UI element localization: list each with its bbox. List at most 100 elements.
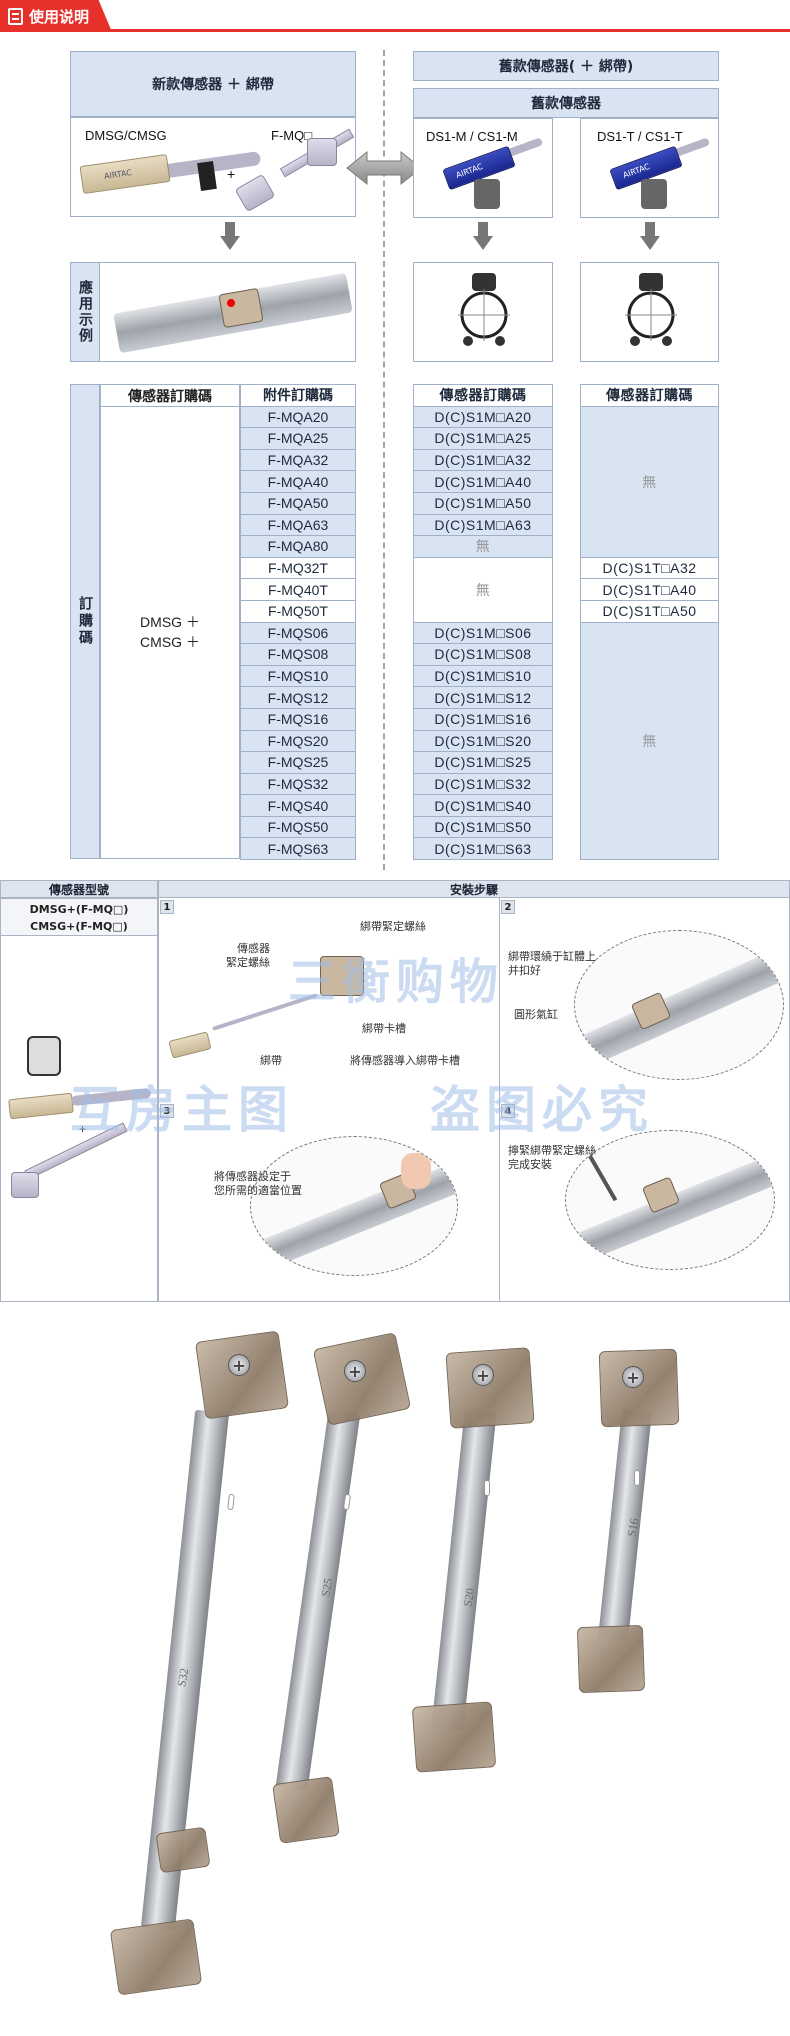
strap-hole (634, 1470, 640, 1486)
step-number: 4 (501, 1104, 515, 1118)
model-image-panel: + (0, 936, 158, 1302)
accessory-table: 附件訂購碼 F-MQA20 F-MQA25 F-MQA32 F-MQA40 F-… (240, 384, 356, 861)
table-row: D(C)S1M□S25 (413, 751, 553, 774)
step-ellipse (574, 930, 784, 1080)
step-note: 圓形氣缸 (514, 1008, 558, 1021)
sensor-image: AIRTAC (79, 154, 171, 194)
sensor-label: DMSG/CMSG (85, 128, 167, 143)
m-code-table: 傳感器訂購碼 D(C)S1M□A20 D(C)S1M□A25 D(C)S1M□A… (413, 384, 553, 861)
table-row: D(C)S1M□A20 (413, 405, 553, 429)
table-row: F-MQ50T (240, 599, 356, 623)
table-row: D(C)S1M□S06 (413, 621, 553, 645)
m-clamp (474, 179, 500, 209)
double-arrow-icon (346, 150, 422, 186)
clip-bottom (411, 1701, 497, 1773)
m-sensor-panel: DS1-M / CS1-M AIRTAC (413, 118, 553, 218)
table-row: 無 (413, 535, 553, 558)
table-row: D(C)S1M□S16 (413, 707, 553, 731)
step-ellipse (565, 1130, 775, 1270)
mounted-clip (218, 287, 264, 329)
new-sensor-panel: DMSG/CMSG F-MQ□ AIRTAC + (70, 117, 356, 217)
table-row: F-MQS20 (240, 729, 356, 753)
usage-panel: 應用示例 (70, 262, 356, 362)
col-accessory-header: 附件訂購碼 (240, 384, 356, 407)
cylinder-image (575, 939, 783, 1075)
m-usage-panel (413, 262, 553, 362)
table-row: D(C)S1M□S20 (413, 729, 553, 753)
t-table-header: 傳感器訂購碼 (580, 384, 719, 407)
table-row: F-MQA25 (240, 427, 356, 450)
watermark: 三衡购物 (288, 954, 505, 1010)
table-row: D(C)S1M□A25 (413, 427, 553, 450)
table-row: F-MQS25 (240, 751, 356, 774)
table-row: D(C)S1M□A63 (413, 513, 553, 537)
document-icon (8, 7, 23, 25)
screw-icon (344, 1360, 366, 1382)
step-note: 傳感器 緊定螺絲 (226, 942, 270, 969)
old-section-title: 舊款傳感器( ＋ 綁帶) (413, 51, 719, 81)
clip-bottom (109, 1918, 203, 1996)
sensor-shape-icon (27, 1036, 61, 1076)
step-note: 綁帶卡槽 (362, 1022, 406, 1035)
strap-hole (342, 1493, 352, 1511)
strap-image (275, 1409, 361, 1791)
header-tab: 使用说明 (0, 0, 112, 32)
step-note: 綁帶環繞于缸體上 并扣好 (508, 950, 596, 977)
t-sensor-panel: DS1-T / CS1-T AIRTAC (580, 118, 719, 218)
ring-clamp-icon (458, 273, 510, 346)
clip-top (445, 1347, 535, 1429)
table-row: 無 (580, 621, 719, 861)
new-section-title: 新款傳感器 ＋ 綁帶 (70, 51, 356, 117)
clip-bottom (272, 1776, 340, 1844)
table-row: F-MQS12 (240, 686, 356, 709)
table-row: F-MQS08 (240, 643, 356, 666)
header-rule (0, 29, 790, 32)
table-row: F-MQS40 (240, 794, 356, 817)
screw-icon (622, 1366, 644, 1388)
table-row: F-MQA50 (240, 491, 356, 515)
usage-label: 應用示例 (70, 262, 100, 362)
clip-bottom (576, 1624, 646, 1694)
step-ellipse (250, 1136, 458, 1276)
strap-stamp: S32 (174, 1666, 192, 1688)
bracket-end (234, 173, 276, 213)
t-code-table: 傳感器訂購碼 無 D(C)S1T□A32 D(C)S1T□A40 D(C)S1T… (580, 384, 719, 861)
divider (383, 50, 385, 870)
table-row: F-MQS06 (240, 621, 356, 645)
screw-icon (472, 1364, 494, 1386)
straps-photo: S32 S25 S20 S16 (0, 1310, 790, 2036)
strap-stamp: S20 (460, 1586, 478, 1608)
header-title: 使用说明 (29, 7, 90, 26)
down-arrow-icon (473, 222, 493, 250)
step-number: 3 (160, 1104, 174, 1118)
strap-hole (484, 1480, 490, 1496)
table-row: D(C)S1T□A50 (580, 599, 719, 623)
table-row: D(C)S1M□S63 (413, 837, 553, 861)
led-indicator (227, 299, 235, 307)
t-sensor-mark: AIRTAC (621, 161, 652, 180)
plus-sign: + (227, 166, 236, 182)
strap-hole (227, 1493, 235, 1511)
table-row: F-MQA80 (240, 535, 356, 558)
table-row: 無 (413, 556, 553, 623)
screw-icon (228, 1354, 250, 1376)
table-row: F-MQA20 (240, 405, 356, 429)
strap-stamp: S16 (624, 1516, 642, 1538)
table-row: D(C)S1M□S32 (413, 772, 553, 796)
strap-image (431, 1409, 497, 1731)
sensor-code-column: 傳感器訂購碼 DMSG ＋ CMSG ＋ (100, 384, 240, 859)
step-note: 綁帶緊定螺絲 (360, 920, 426, 933)
down-arrow-icon (220, 222, 240, 250)
table-row: D(C)S1M□S12 (413, 686, 553, 709)
col-sensor-header: 傳感器訂購碼 (101, 385, 239, 407)
table-row: F-MQS63 (240, 837, 356, 861)
table-row: D(C)S1T□A32 (580, 556, 719, 580)
clip-top (598, 1348, 680, 1428)
table-row: F-MQS16 (240, 707, 356, 731)
t-usage-panel (580, 262, 719, 362)
step-number: 1 (160, 900, 174, 914)
t-clamp (641, 179, 667, 209)
model-list: DMSG+(F-MQ□) CMSG+(F-MQ□) (0, 898, 158, 936)
strap-stamp: S25 (318, 1576, 336, 1598)
steps-header: 安裝步驟 (158, 880, 790, 898)
